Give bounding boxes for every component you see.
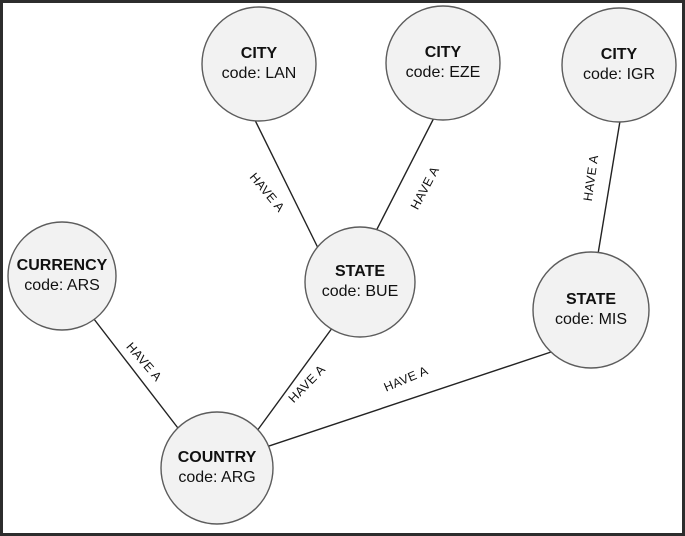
node-code: code: EZE: [406, 64, 481, 81]
node-state-mis: STATE code: MIS: [532, 251, 650, 369]
edge-label-have-a: HAVE A: [408, 164, 442, 212]
node-circle: [385, 5, 501, 121]
edge-city-lan-state-bue: [249, 109, 320, 251]
node-circle: [304, 226, 416, 338]
edge-city-igr-state-mis: [596, 114, 622, 261]
edge-label-layer: HAVE A HAVE A HAVE A HAVE A HAVE A HAVE …: [123, 154, 601, 406]
node-circle: [160, 411, 274, 525]
edge-label-have-a: HAVE A: [123, 340, 164, 385]
edge-currency-ars-country-arg: [86, 309, 182, 433]
node-code: code: ARS: [24, 277, 100, 294]
node-code: code: ARG: [178, 469, 255, 486]
node-city-eze: CITY code: EZE: [385, 5, 501, 121]
node-title: STATE: [335, 263, 385, 280]
edge-layer: [86, 109, 622, 455]
node-title: CITY: [425, 44, 462, 61]
node-title: CITY: [601, 46, 638, 63]
node-state-bue: STATE code: BUE: [304, 226, 416, 338]
node-title: STATE: [566, 291, 616, 308]
node-code: code: BUE: [322, 283, 398, 300]
node-city-lan: CITY code: LAN: [201, 6, 317, 122]
edge-city-eze-state-bue: [373, 109, 439, 236]
edge-state-mis-country-arg: [244, 348, 561, 455]
edge-state-bue-country-arg: [253, 319, 339, 436]
edge-label-have-a: HAVE A: [581, 154, 601, 202]
edge-label-have-a: HAVE A: [382, 363, 431, 394]
node-circle: [561, 7, 677, 123]
node-code: code: MIS: [555, 311, 627, 328]
node-country-arg: COUNTRY code: ARG: [160, 411, 274, 525]
node-title: CITY: [241, 45, 278, 62]
node-currency-ars: CURRENCY code: ARS: [7, 221, 117, 331]
node-circle: [201, 6, 317, 122]
node-circle: [532, 251, 650, 369]
edge-label-have-a: HAVE A: [247, 170, 288, 215]
node-code: code: LAN: [222, 65, 297, 82]
node-title: CURRENCY: [17, 257, 108, 274]
node-code: code: IGR: [583, 66, 655, 83]
node-city-igr: CITY code: IGR: [561, 7, 677, 123]
node-circle: [7, 221, 117, 331]
node-title: COUNTRY: [178, 449, 257, 466]
node-layer: CITY code: LAN CITY code: EZE CITY code:…: [7, 5, 677, 525]
